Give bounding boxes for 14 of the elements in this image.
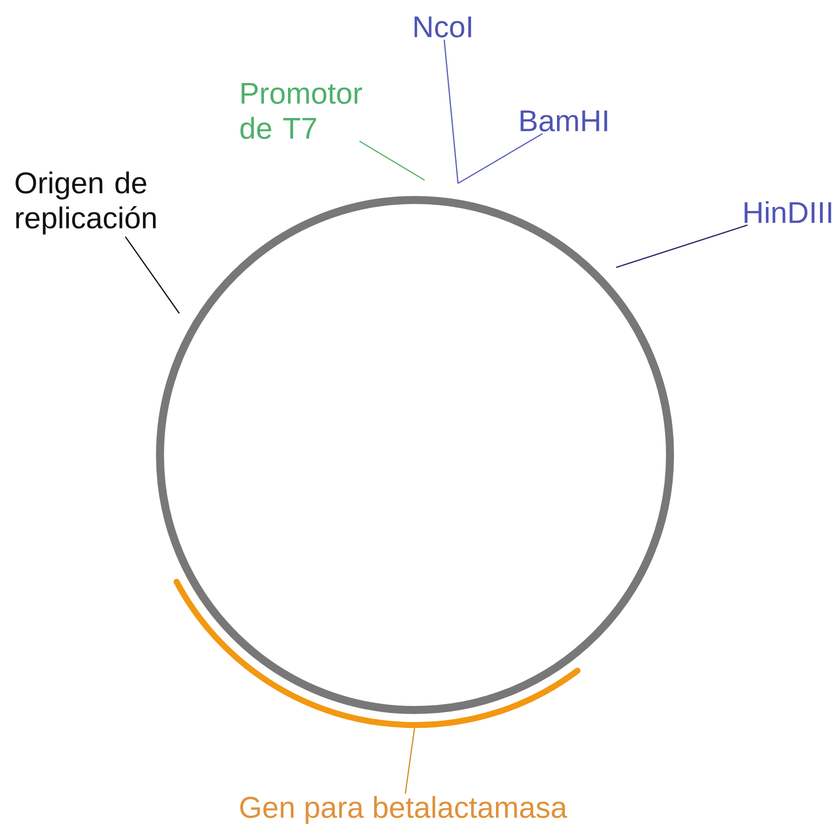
site-label: NcoI: [414, 16, 472, 38]
site-label: Origen de replicación: [16, 172, 156, 234]
plasmid-ring: [156, 196, 674, 714]
site-label: Promotor de T7: [240, 83, 362, 139]
site-label: BamHI: [520, 110, 608, 132]
leader-line: [359, 140, 425, 181]
gene-arc: [174, 578, 580, 728]
leader-line: [124, 236, 180, 314]
leader-line: [616, 224, 748, 268]
site-label: Gen para betalactamasa: [240, 796, 568, 824]
leader-line: [404, 728, 416, 794]
site-label: HinDIII: [744, 201, 832, 223]
leader-line: [458, 133, 543, 184]
leader-line: [444, 40, 459, 184]
